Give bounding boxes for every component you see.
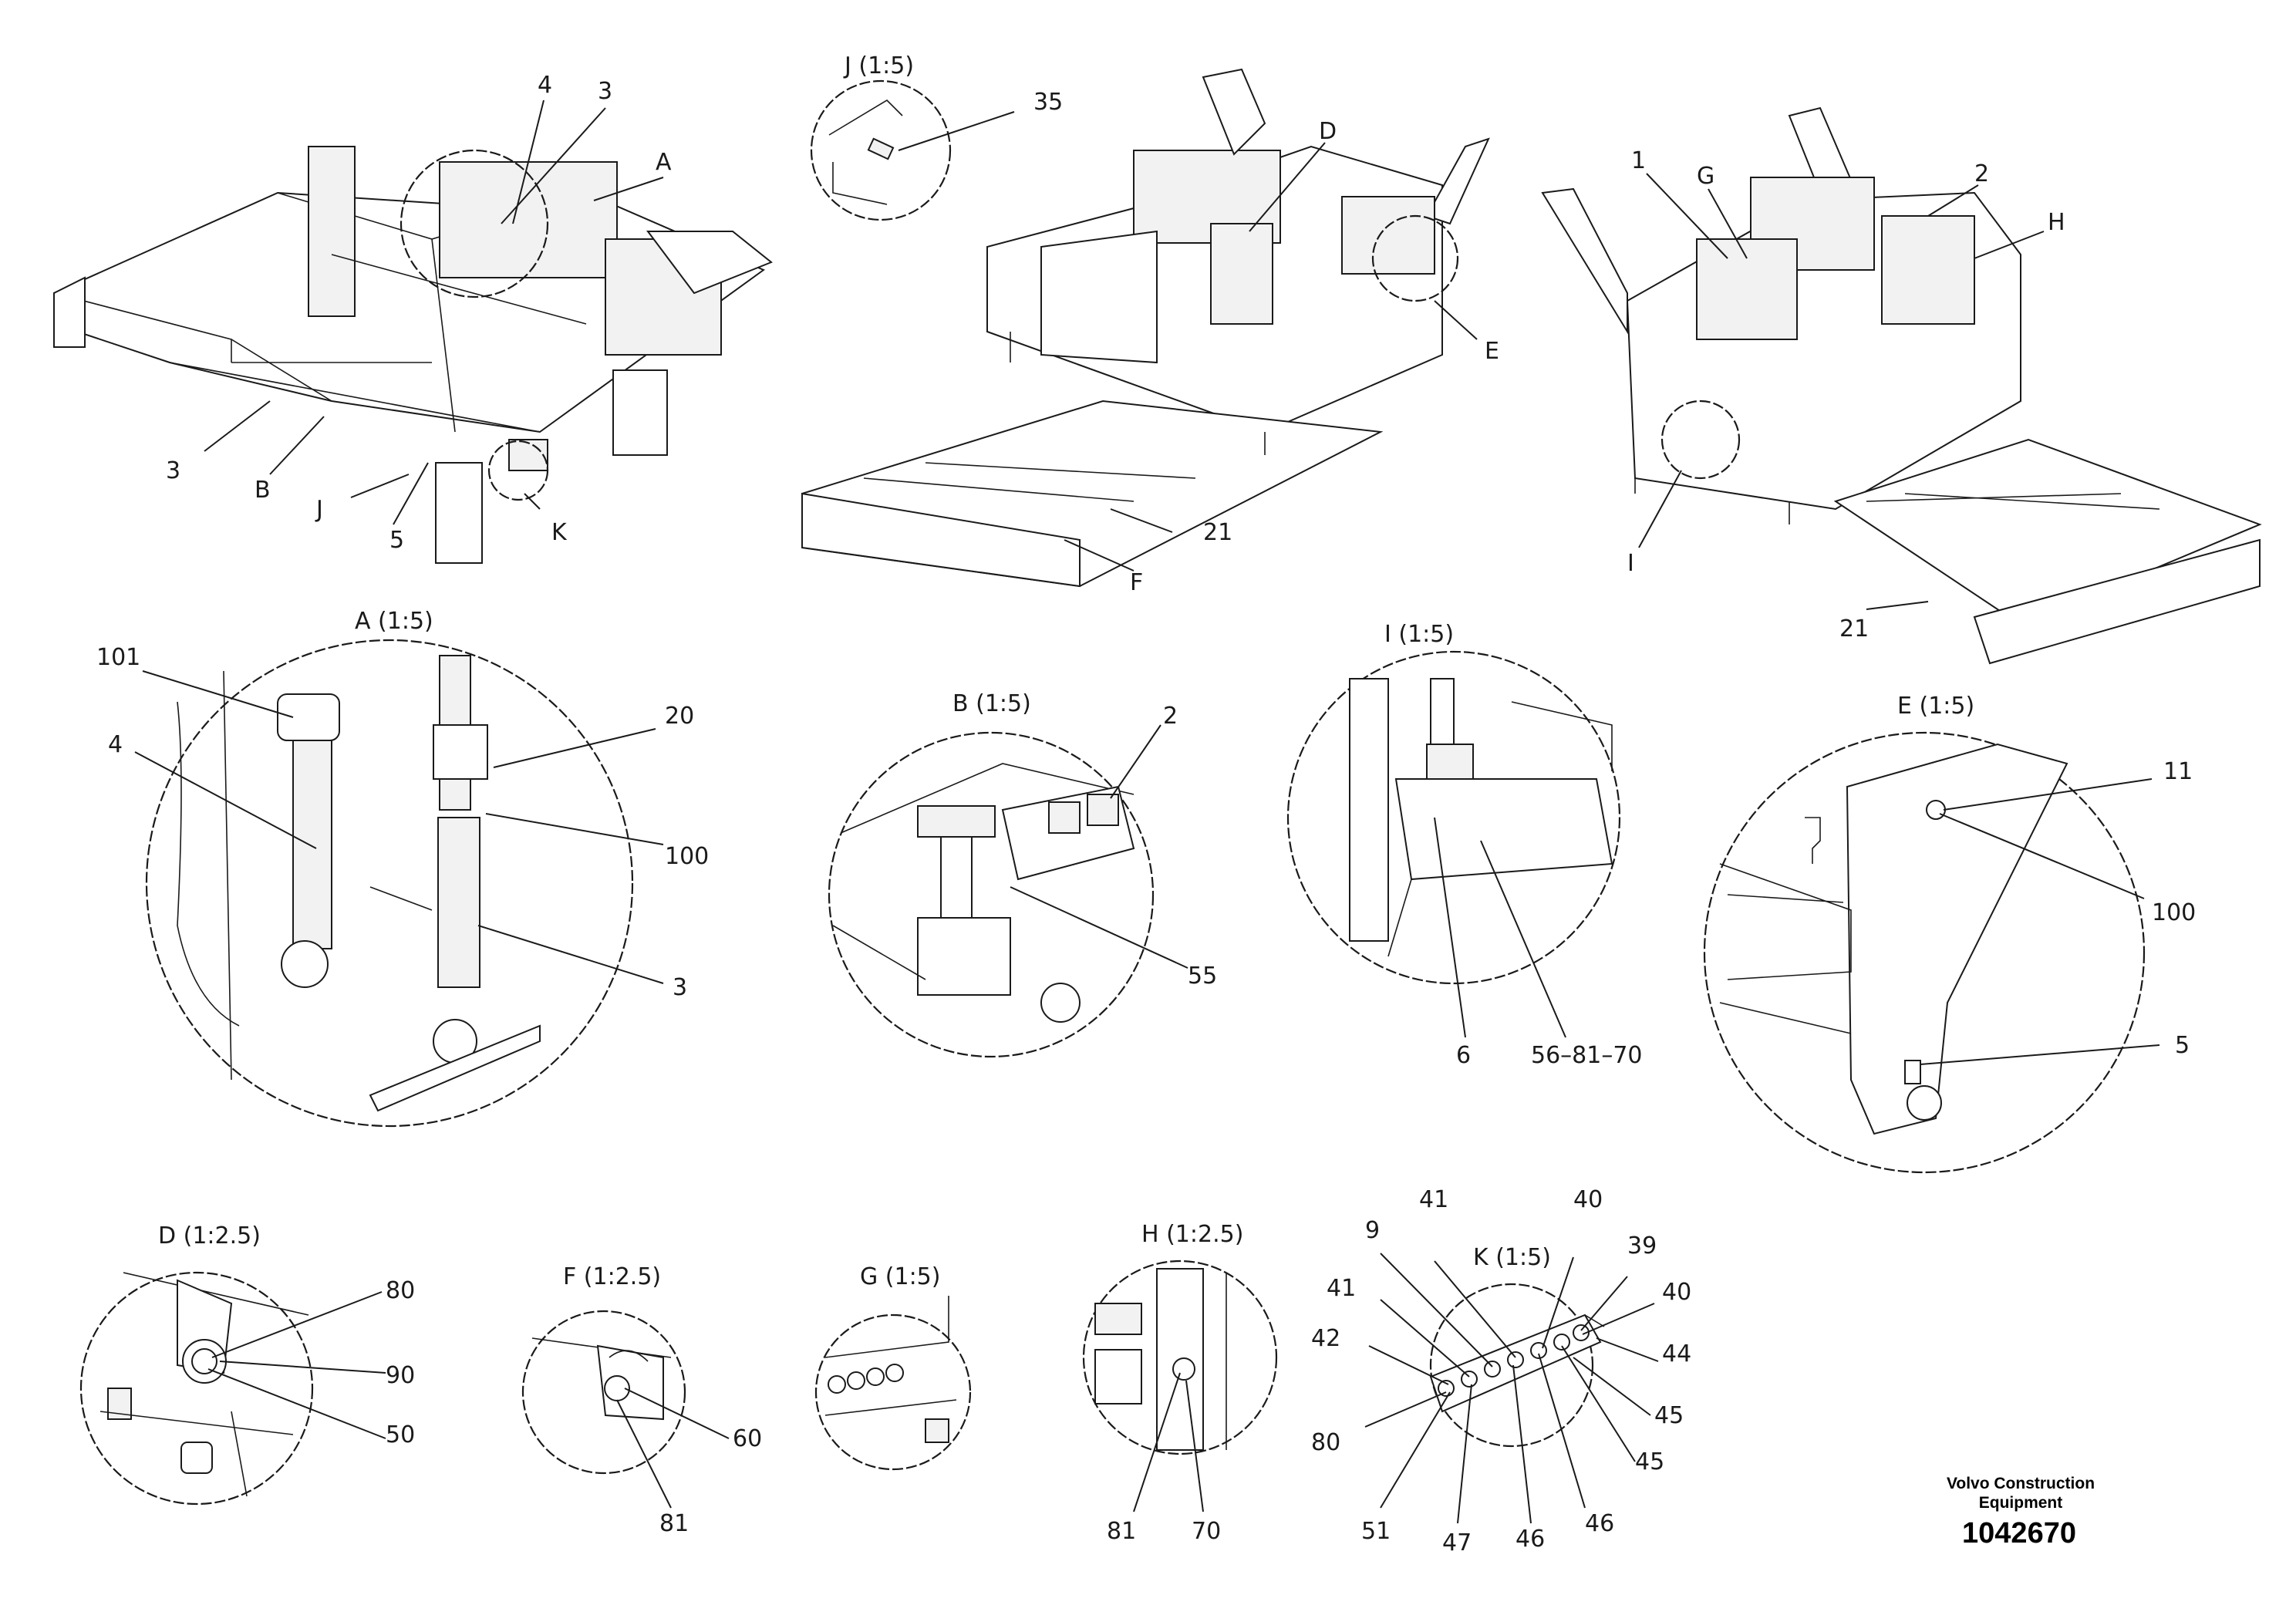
document-number: 1042670 [1962, 1517, 2076, 1549]
callout-K-9: 9 [1365, 1217, 1380, 1244]
detail-K-callouts: 41 40 9 39 41 40 42 44 45 80 45 51 46 47… [1311, 1186, 1691, 1556]
callout-K-42: 42 [1311, 1325, 1340, 1352]
callout-left-3-top: 3 [598, 78, 612, 105]
callout-K-46-right: 46 [1585, 1510, 1614, 1537]
callout-left-4: 4 [538, 72, 552, 99]
overview-right-frame [1541, 106, 2262, 665]
callout-K-46-left: 46 [1515, 1526, 1545, 1553]
callout-K-44: 44 [1662, 1340, 1691, 1367]
callout-F-81: 81 [659, 1510, 689, 1537]
callout-H-70: 70 [1192, 1518, 1221, 1545]
detail-I: I (1:5) [1286, 621, 1621, 985]
callout-D-50: 50 [386, 1421, 415, 1448]
callout-E-100: 100 [2152, 899, 2196, 926]
overview-center-callouts: D E 21 F [1064, 118, 1499, 596]
brand-line-1: Volvo Construction [1947, 1475, 2095, 1492]
detail-I-title: I (1:5) [1384, 621, 1454, 648]
callout-D-90: 90 [386, 1362, 415, 1389]
detail-J: J (1:5) [810, 52, 952, 221]
detail-G: G (1:5) [814, 1263, 972, 1471]
callout-I-56-81-70: 56–81–70 [1531, 1042, 1643, 1069]
callout-left-K: K [551, 519, 568, 546]
callout-35: 35 [1033, 89, 1063, 116]
callout-K-45-lower: 45 [1635, 1448, 1664, 1475]
detail-F-callouts: 60 81 [616, 1388, 762, 1537]
callout-1: 1 [1631, 147, 1646, 174]
callout-K-45-upper: 45 [1654, 1402, 1684, 1429]
detail-I-callouts: 6 56–81–70 [1434, 817, 1643, 1069]
callout-B-55: 55 [1188, 963, 1217, 990]
callout-21-right: 21 [1839, 615, 1869, 642]
callout-K-47: 47 [1442, 1529, 1472, 1556]
detail-D-title: D (1:2.5) [158, 1222, 261, 1249]
callout-K-80: 80 [1311, 1429, 1340, 1456]
callout-K-41-top: 41 [1419, 1186, 1448, 1213]
overview-right-callouts: 1 G 2 H I 21 [1627, 147, 2065, 642]
callout-A-4: 4 [108, 731, 123, 758]
callout-left-B: B [255, 477, 271, 504]
detail-H-callouts: 81 70 [1107, 1372, 1221, 1545]
callout-E: E [1485, 338, 1499, 365]
detail-H: H (1:2.5) [1082, 1221, 1278, 1455]
callout-H-81: 81 [1107, 1518, 1136, 1545]
callout-I: I [1627, 550, 1634, 577]
callout-left-J: J [315, 496, 323, 523]
callout-K-41-left: 41 [1327, 1275, 1356, 1302]
callout-left-A: A [656, 149, 672, 176]
detail-E-title: E (1:5) [1897, 693, 1974, 720]
callout-I-6: 6 [1456, 1042, 1471, 1069]
callout-E-11: 11 [2163, 758, 2193, 785]
detail-A-title: A (1:5) [355, 608, 433, 635]
callout-A-100: 100 [665, 843, 709, 870]
callout-K-40-right: 40 [1662, 1279, 1691, 1306]
callout-G: G [1697, 163, 1714, 190]
callout-F-60: 60 [733, 1425, 762, 1452]
brand-line-2: Equipment [1979, 1494, 2063, 1512]
callout-left-5: 5 [389, 527, 404, 554]
detail-E-callouts: 11 100 5 [1920, 758, 2196, 1065]
detail-B-callouts: 2 55 [1010, 703, 1217, 990]
callout-K-40-top: 40 [1573, 1186, 1603, 1213]
detail-H-title: H (1:2.5) [1141, 1221, 1243, 1248]
detail-K-title: K (1:5) [1473, 1244, 1551, 1271]
title-block: Volvo Construction Equipment 1042670 [1947, 1475, 2095, 1549]
callout-H: H [2048, 209, 2065, 236]
callout-D: D [1319, 118, 1337, 145]
detail-E: E (1:5) [1703, 693, 2146, 1174]
callout-B-2: 2 [1163, 703, 1178, 730]
detail-K: K (1:5) [1429, 1244, 1605, 1448]
callout-left-3-bottom: 3 [166, 457, 180, 484]
detail-D: D (1:2.5) [79, 1222, 314, 1506]
callout-A-101: 101 [96, 644, 140, 671]
overview-center-frame [801, 68, 1490, 588]
callout-A-20: 20 [665, 703, 694, 730]
callout-D-80: 80 [386, 1277, 415, 1304]
callout-21-center: 21 [1203, 519, 1232, 546]
detail-G-title: G (1:5) [860, 1263, 940, 1290]
detail-B-title: B (1:5) [952, 690, 1031, 717]
callout-A-3: 3 [673, 974, 687, 1001]
detail-A-callouts: 101 4 20 100 3 [96, 644, 709, 1001]
overview-left-frame [53, 146, 773, 564]
detail-B: B (1:5) [828, 690, 1155, 1058]
detail-F-title: F (1:2.5) [563, 1263, 661, 1290]
detail-F: F (1:2.5) [521, 1263, 686, 1475]
detail-J-title: J (1:5) [843, 52, 914, 79]
overview-left-callouts: 4 3 A 3 B J 5 K [166, 72, 672, 554]
detail-D-callouts: 80 90 50 [207, 1277, 415, 1448]
callout-K-51: 51 [1361, 1518, 1391, 1545]
callout-2-right: 2 [1974, 160, 1989, 187]
callout-J-35: 35 [898, 89, 1063, 151]
callout-E-5: 5 [2175, 1032, 2190, 1059]
detail-A: A (1:5) [145, 608, 634, 1128]
callout-K-39: 39 [1627, 1233, 1657, 1259]
callout-F: F [1130, 569, 1143, 596]
